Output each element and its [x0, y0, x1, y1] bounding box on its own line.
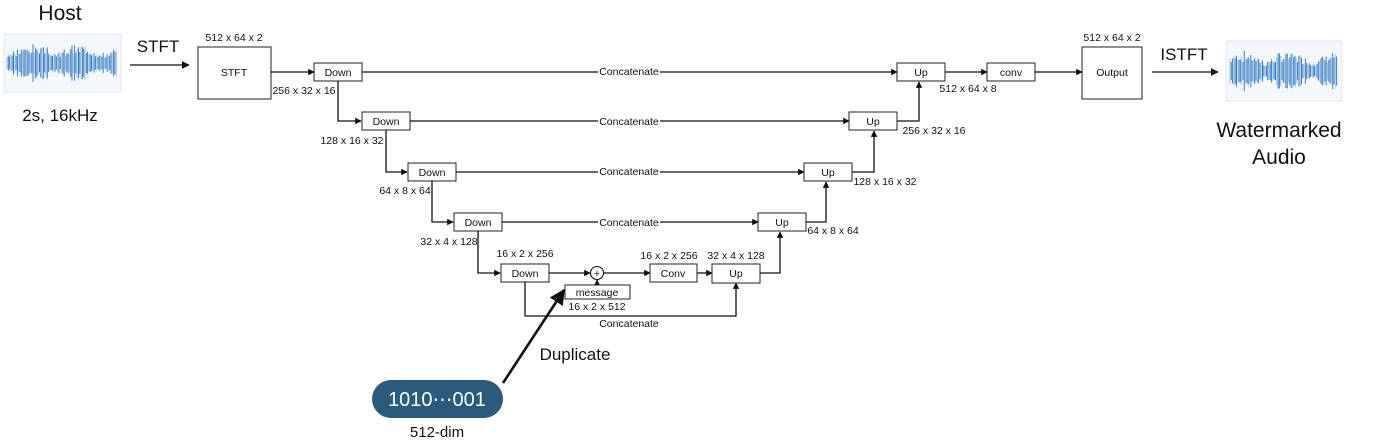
up5-to-up4-arrow: [760, 231, 784, 274]
dims-message: 16 x 2 x 512: [568, 301, 625, 313]
skip-label-3: Concatenate: [599, 166, 659, 178]
up3-to-up2-arrow: [852, 130, 878, 173]
message-block-label: message: [576, 287, 619, 299]
down-block-5-label: Down: [512, 268, 539, 280]
dims-conv-out: 16 x 2 x 256: [640, 250, 697, 262]
up-block-4-label: Up: [775, 217, 789, 229]
dims-d3: 64 x 8 x 64: [379, 185, 431, 197]
skip-label-5: Concatenate: [599, 318, 659, 330]
skip-label-2: Concatenate: [599, 116, 659, 128]
down-block-1-label: Down: [325, 67, 352, 79]
message-bits-caption: 512-dim: [410, 424, 464, 441]
up-block-5-label: Up: [729, 268, 743, 280]
stft-arrow-label: STFT: [137, 37, 180, 56]
host-waveform: [6, 44, 117, 82]
output-dims: 512 x 64 x 2: [1083, 32, 1140, 44]
up-block-2-label: Up: [866, 116, 880, 128]
output-block: [1081, 46, 1143, 100]
message-block: [564, 284, 631, 300]
skip-label-1: Concatenate: [599, 66, 659, 78]
duplicate-arrow: [501, 288, 566, 384]
up2-to-up1-arrow: [897, 81, 923, 122]
up4-to-up3-arrow: [806, 181, 830, 223]
dims-d2: 128 x 16 x 32: [320, 135, 383, 147]
down-block-2-label: Down: [373, 116, 400, 128]
down1-to-down2-arrow: [337, 81, 362, 125]
down-block-3-label: Down: [419, 167, 446, 179]
svg-text:+: +: [594, 268, 600, 280]
host-waveform-image: [3, 33, 122, 93]
up-block-1-label: Up: [914, 67, 928, 79]
dims-u1: 512 x 64 x 8: [939, 83, 996, 95]
message-bits-text: 1010⋯001: [388, 389, 486, 411]
input-dims: 512 x 64 x 2: [205, 32, 262, 44]
stft-block: [197, 46, 272, 100]
watermarked-waveform: [1229, 50, 1338, 92]
watermarked-waveform-image: [1225, 40, 1343, 102]
dims-d4: 32 x 4 x 128: [420, 236, 477, 248]
up-block-3-label: Up: [821, 167, 835, 179]
host-caption: 2s, 16kHz: [22, 106, 98, 125]
down4-to-down5-arrow: [477, 231, 501, 277]
dims-d1: 256 x 32 x 16: [272, 85, 335, 97]
output-audio-line1: Watermarked: [1216, 119, 1341, 142]
down3-to-down4-arrow: [431, 181, 454, 226]
conv-block-final-label: conv: [1000, 67, 1023, 79]
down-block-4-label: Down: [465, 217, 492, 229]
duplicate-label: Duplicate: [540, 345, 611, 364]
dims-u4: 64 x 8 x 64: [807, 225, 859, 237]
dims-u3: 128 x 16 x 32: [853, 176, 916, 188]
dims-u2: 256 x 32 x 16: [902, 125, 965, 137]
output-audio-line2: Audio: [1252, 146, 1306, 169]
skip-label-4: Concatenate: [599, 217, 659, 229]
host-title: Host: [38, 2, 81, 25]
istft-arrow-label: ISTFT: [1160, 45, 1207, 64]
message-bits-pill: [372, 380, 503, 418]
conv-block-bottleneck-label: Conv: [661, 268, 686, 280]
output-block-label: Output: [1096, 67, 1128, 79]
down2-to-down3-arrow: [385, 130, 408, 176]
skip-connection-5: [524, 282, 740, 317]
stft-block-label: STFT: [221, 67, 248, 79]
dims-bottleneck: 16 x 2 x 256: [496, 248, 553, 260]
dims-up5-in: 32 x 4 x 128: [707, 250, 764, 262]
